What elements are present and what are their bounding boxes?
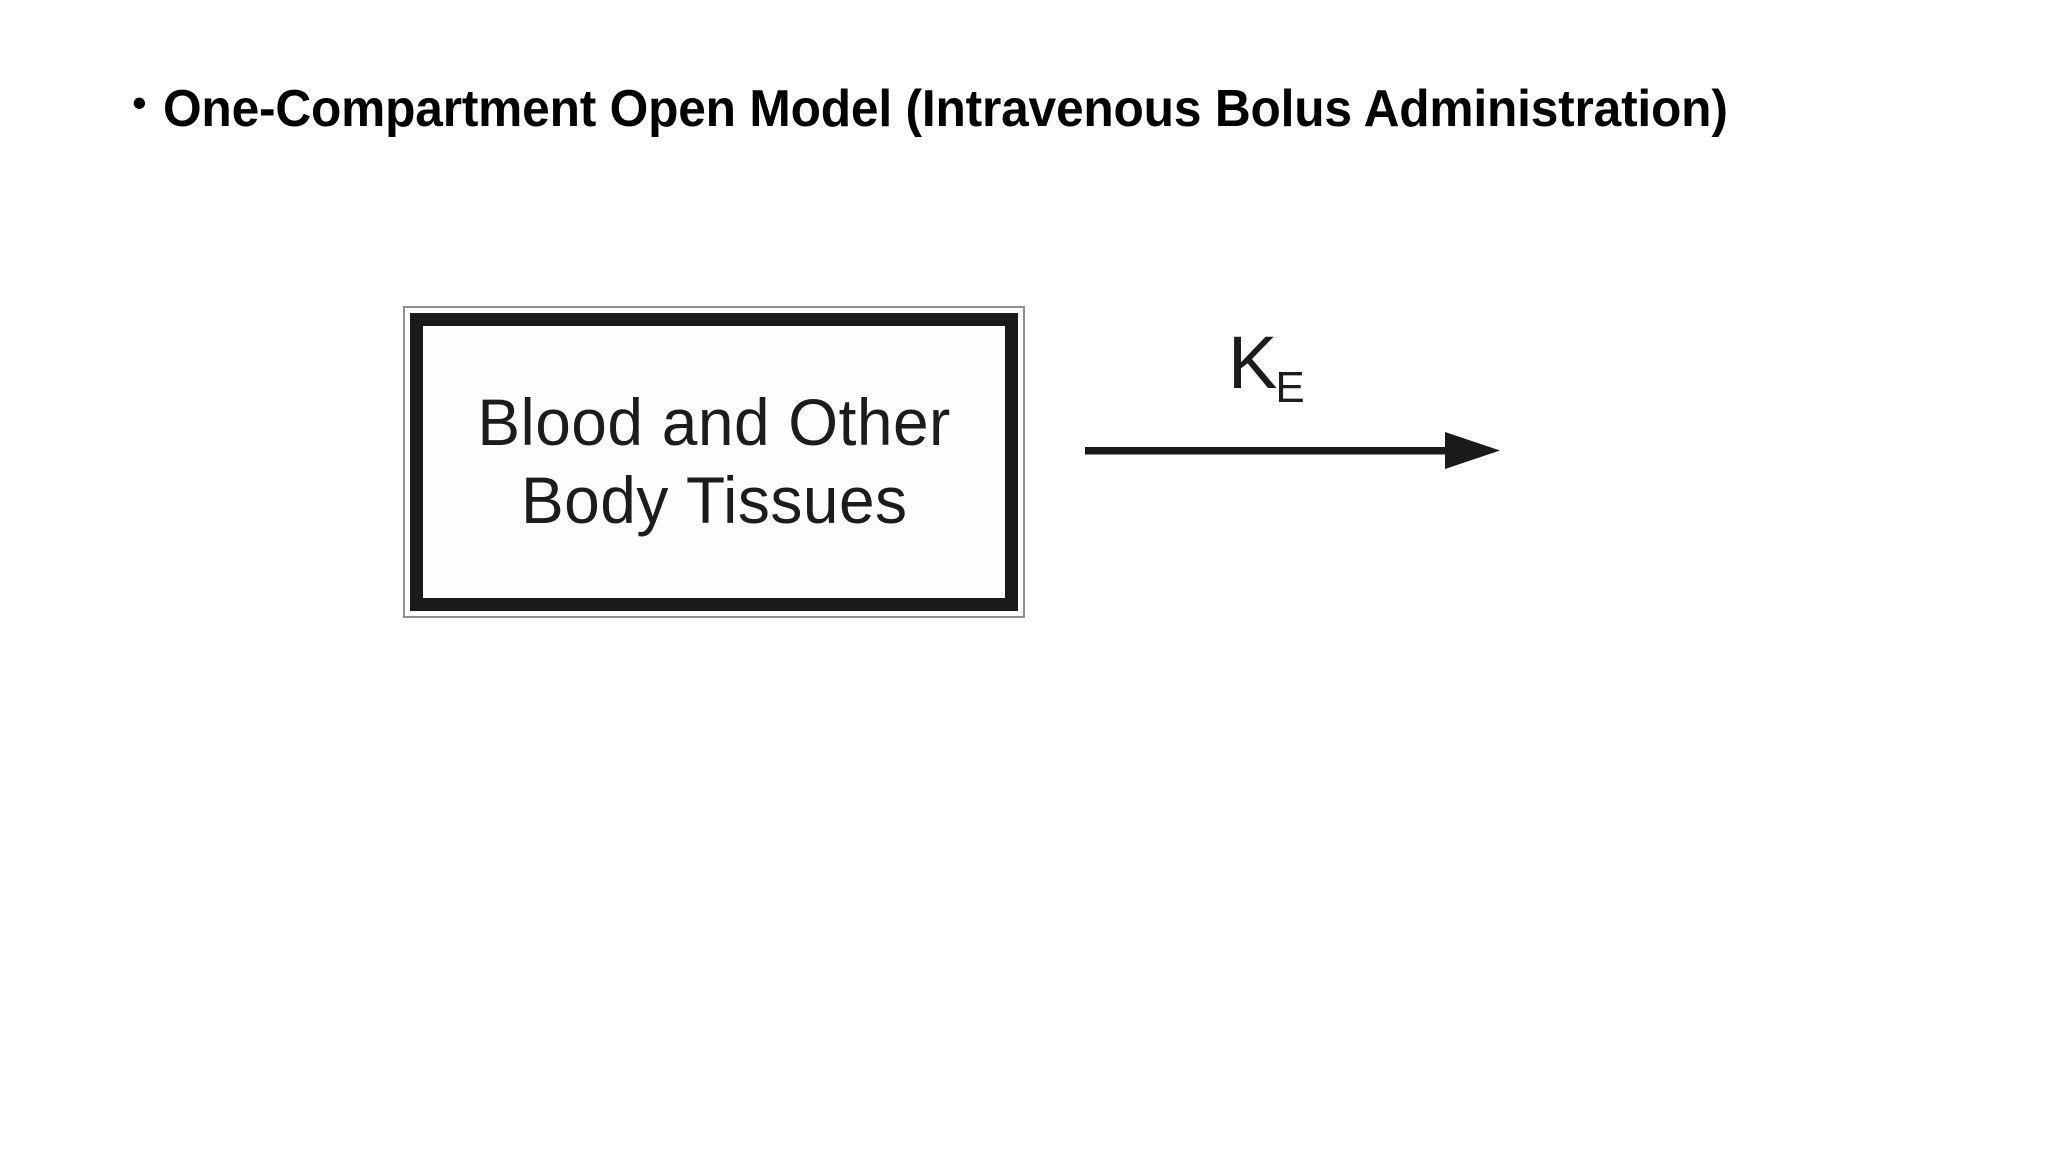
compartment-label-line-1: Blood and Other (477, 385, 951, 460)
title-bullet-row: • One-Compartment Open Model (Intravenou… (132, 82, 1801, 137)
arrow-right-icon (1085, 432, 1500, 469)
rate-constant-subscript: E (1275, 363, 1305, 413)
rate-constant-symbol: K (1228, 321, 1278, 404)
bullet-icon: • (132, 79, 147, 126)
elimination-arrow (1085, 428, 1503, 474)
compartment-box-inner: Blood and Other Body Tissues (410, 313, 1018, 611)
page-title: One-Compartment Open Model (Intravenous … (162, 80, 1728, 138)
elimination-rate-constant-label: KE (1228, 326, 1307, 410)
compartment-label-line-2: Body Tissues (520, 463, 908, 537)
compartment-box: Blood and Other Body Tissues (403, 306, 1025, 618)
